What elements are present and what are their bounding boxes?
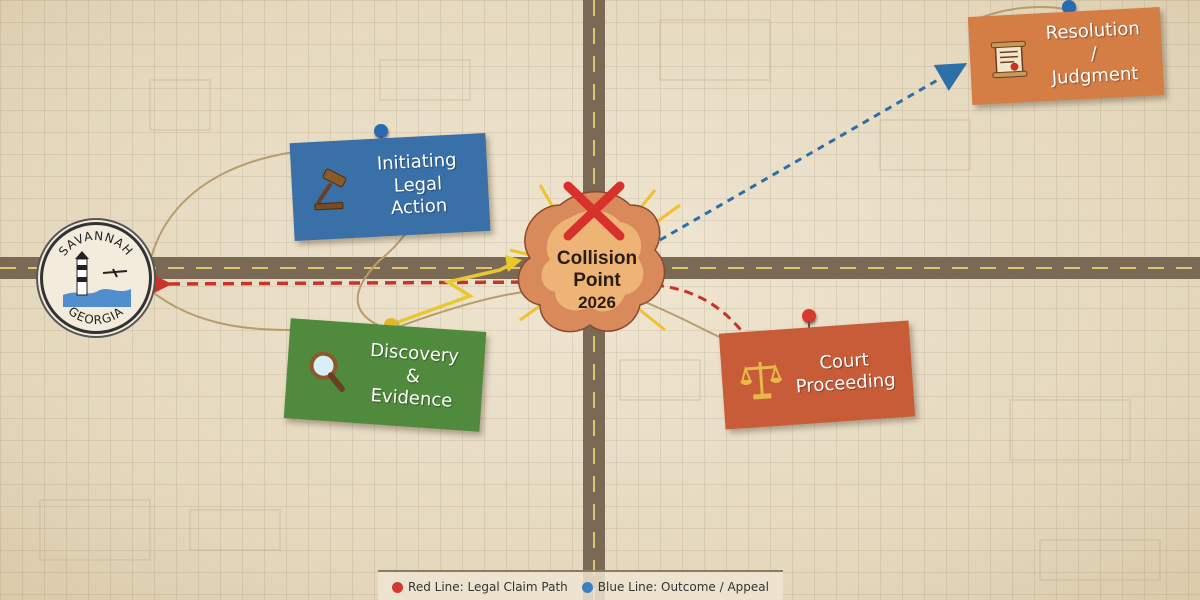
yellow-lightning-path xyxy=(389,255,522,327)
collision-burst: Collision Point 2026 xyxy=(509,184,681,333)
pin-blue-initiating xyxy=(374,124,388,146)
card-resolution-label: Resolution / Judgment xyxy=(1045,18,1141,90)
card-court-label: Court Proceeding xyxy=(795,348,897,398)
svg-text:SAVANNAH: SAVANNAH xyxy=(56,229,136,259)
card-court-proceeding: Court Proceeding xyxy=(718,320,916,430)
legend-red-label: Red Line: Legal Claim Path xyxy=(408,580,568,594)
background-sketches xyxy=(39,19,1161,581)
legend-blue-dot xyxy=(581,581,593,593)
collision-line1: Collision xyxy=(557,248,637,269)
card-initiating-legal-action: Initiating Legal Action xyxy=(289,132,491,242)
red-path-to-court xyxy=(654,283,747,336)
scales-of-justice-icon xyxy=(740,361,783,400)
red-claim-path xyxy=(136,266,541,302)
collision-year: 2026 xyxy=(578,293,616,312)
legend: Red Line: Legal Claim Path Blue Line: Ou… xyxy=(378,570,783,600)
legend-red-dot xyxy=(392,581,404,593)
card-initiating-label: Initiating Legal Action xyxy=(376,149,458,220)
seal-bottom-text: GEORGIA xyxy=(66,304,126,327)
legend-item-red: Red Line: Legal Claim Path xyxy=(392,580,568,594)
card-discovery-label: Discovery & Evidence xyxy=(369,340,460,412)
collision-line2: Point xyxy=(573,270,621,291)
seal-top-text: SAVANNAH xyxy=(56,229,135,259)
scroll-icon xyxy=(990,40,1028,79)
card-resolution-judgment: Resolution / Judgment xyxy=(967,7,1165,105)
legend-blue-label: Blue Line: Outcome / Appeal xyxy=(597,580,769,594)
savannah-georgia-seal: SAVANNAH GEORGIA xyxy=(40,222,152,334)
card-discovery-evidence: Discovery & Evidence xyxy=(283,318,487,432)
magnifying-glass-icon xyxy=(309,351,345,393)
lighthouse-icon: SAVANNAH GEORGIA xyxy=(56,229,136,327)
gavel-icon xyxy=(314,168,347,211)
svg-text:GEORGIA: GEORGIA xyxy=(66,304,127,327)
legend-item-blue: Blue Line: Outcome / Appeal xyxy=(581,580,769,594)
red-x-mark xyxy=(563,181,625,241)
blue-outcome-path xyxy=(659,63,968,242)
pin-red-court xyxy=(802,309,816,331)
